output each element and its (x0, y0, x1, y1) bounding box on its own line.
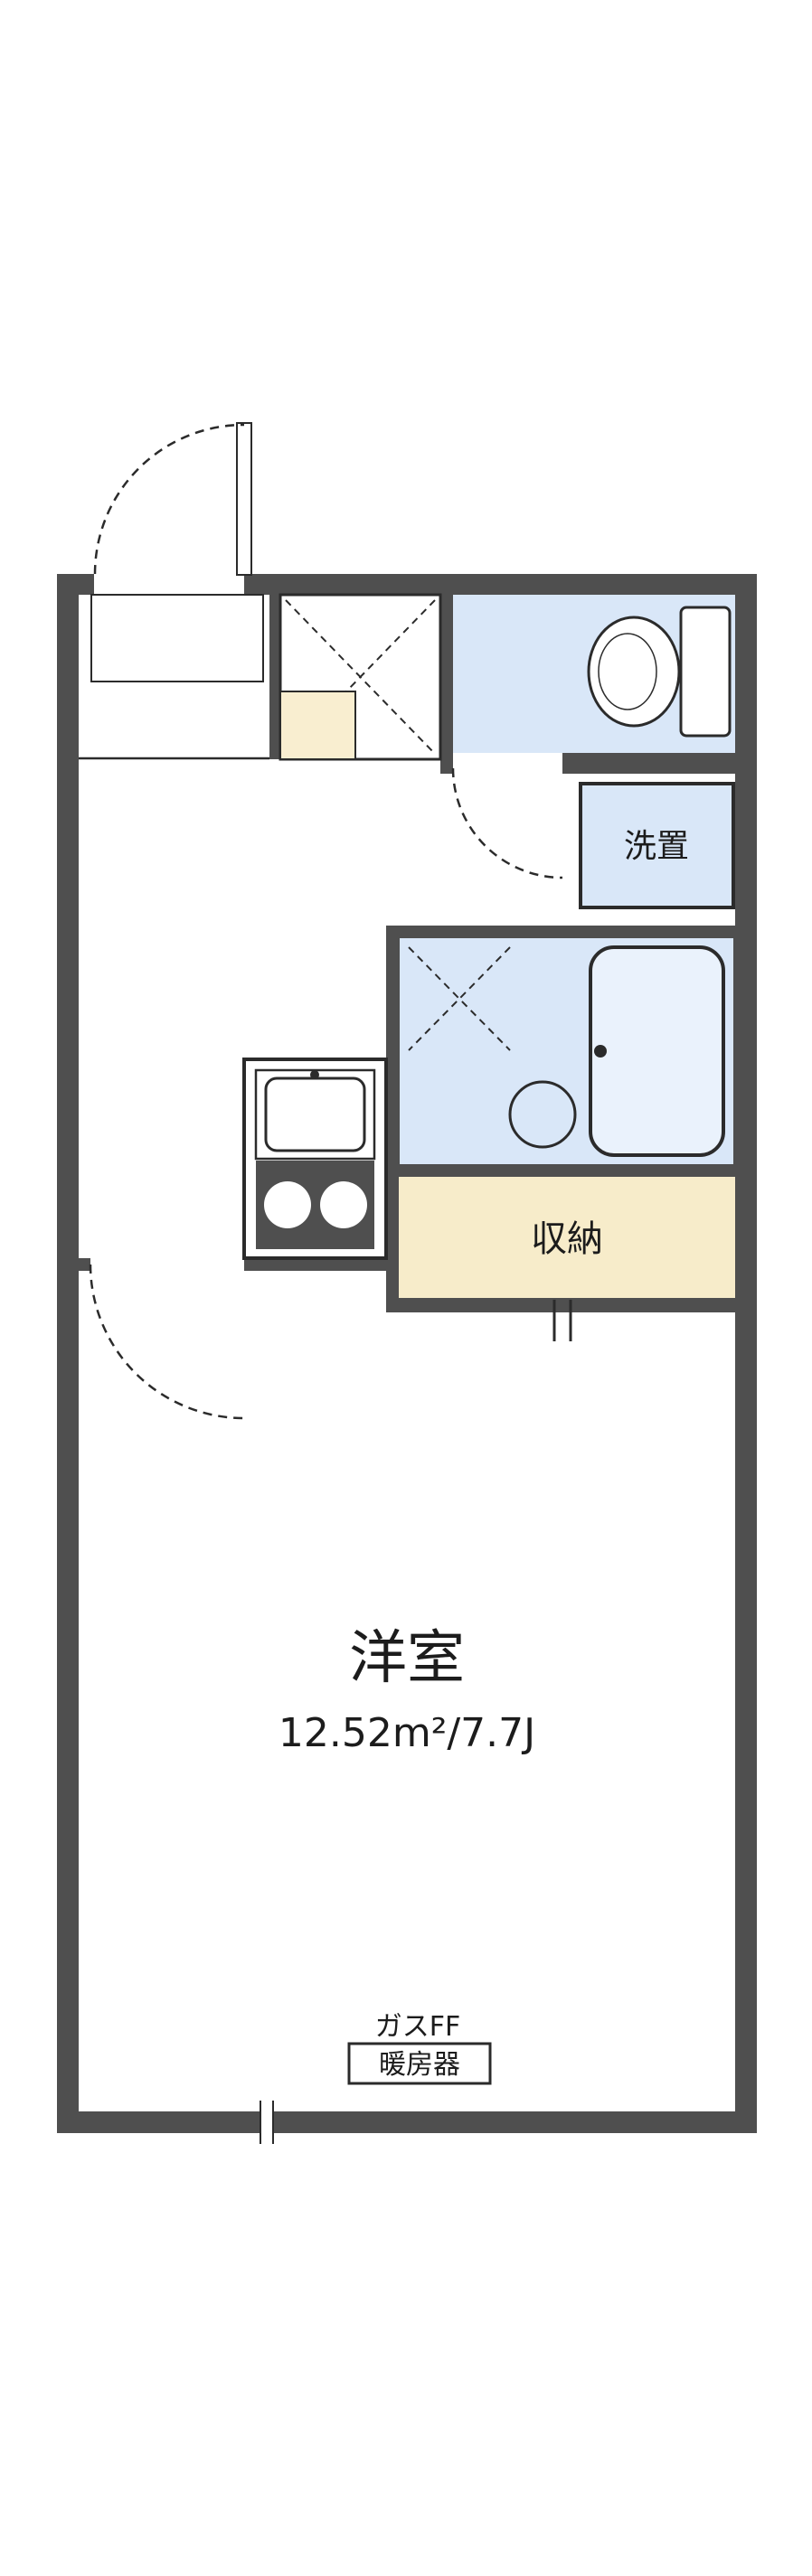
bathtub (589, 945, 725, 1157)
storage-label: 収納 (531, 1218, 603, 1260)
closet (279, 593, 442, 761)
burner-left (264, 1181, 311, 1228)
room-door-arc (89, 1264, 245, 1420)
room-name-label: 洋室 (349, 1625, 465, 1692)
bathroom (408, 945, 725, 1157)
wall-break-marks (260, 2101, 274, 2144)
heater-box-label: 暖房器 (379, 2049, 460, 2081)
toilet-tank (679, 606, 732, 738)
bath-door-dashed-1 (408, 946, 511, 1051)
wall-left (57, 574, 79, 2133)
cabinet-box (279, 691, 356, 760)
wall-top-main-segment (244, 574, 757, 595)
wall-right (735, 574, 757, 2133)
kitchen (242, 1058, 388, 1260)
bath-door-dashed-2 (408, 946, 511, 1051)
entrance-porch (90, 594, 264, 682)
main-room: 洋室 12.52m²/7.7J (89, 1264, 535, 1756)
wall-room-top-stub (79, 1258, 90, 1271)
faucet-dot (310, 1070, 319, 1079)
bath-handle-dot (594, 1045, 607, 1058)
room-area-label: 12.52m²/7.7J (279, 1710, 535, 1756)
wall-top-left-segment (57, 574, 94, 595)
storage: 収納 (531, 1218, 603, 1341)
toilet-door-arc (451, 767, 563, 879)
sink-basin (264, 1076, 366, 1152)
entrance-door-arc (93, 423, 245, 575)
wall-closet-toilet-divider (440, 595, 453, 774)
wall-entrance-divider (269, 595, 280, 759)
heater-name-label: ガスFF (375, 2011, 461, 2043)
toilet-bowl-inner (598, 633, 657, 710)
toilet-bowl (587, 616, 681, 728)
entrance (79, 422, 269, 760)
bath-stool-circle (508, 1080, 577, 1149)
heater: ガスFF 暖房器 (347, 2011, 492, 2085)
storage-floor (399, 1177, 735, 1298)
toilet-room (451, 606, 732, 879)
walls (57, 574, 757, 2133)
washer-space: 洗置 (579, 782, 735, 909)
heater-box (347, 2042, 492, 2085)
wall-toilet-bottom (562, 753, 757, 774)
wall-room-top (244, 1258, 386, 1271)
washer-label: 洗置 (624, 828, 689, 865)
wall-bottom (57, 2111, 757, 2133)
washer-box (579, 782, 735, 909)
entrance-door-leaf (236, 422, 252, 576)
wall-break-gap (261, 2111, 272, 2133)
burner-right (320, 1181, 367, 1228)
